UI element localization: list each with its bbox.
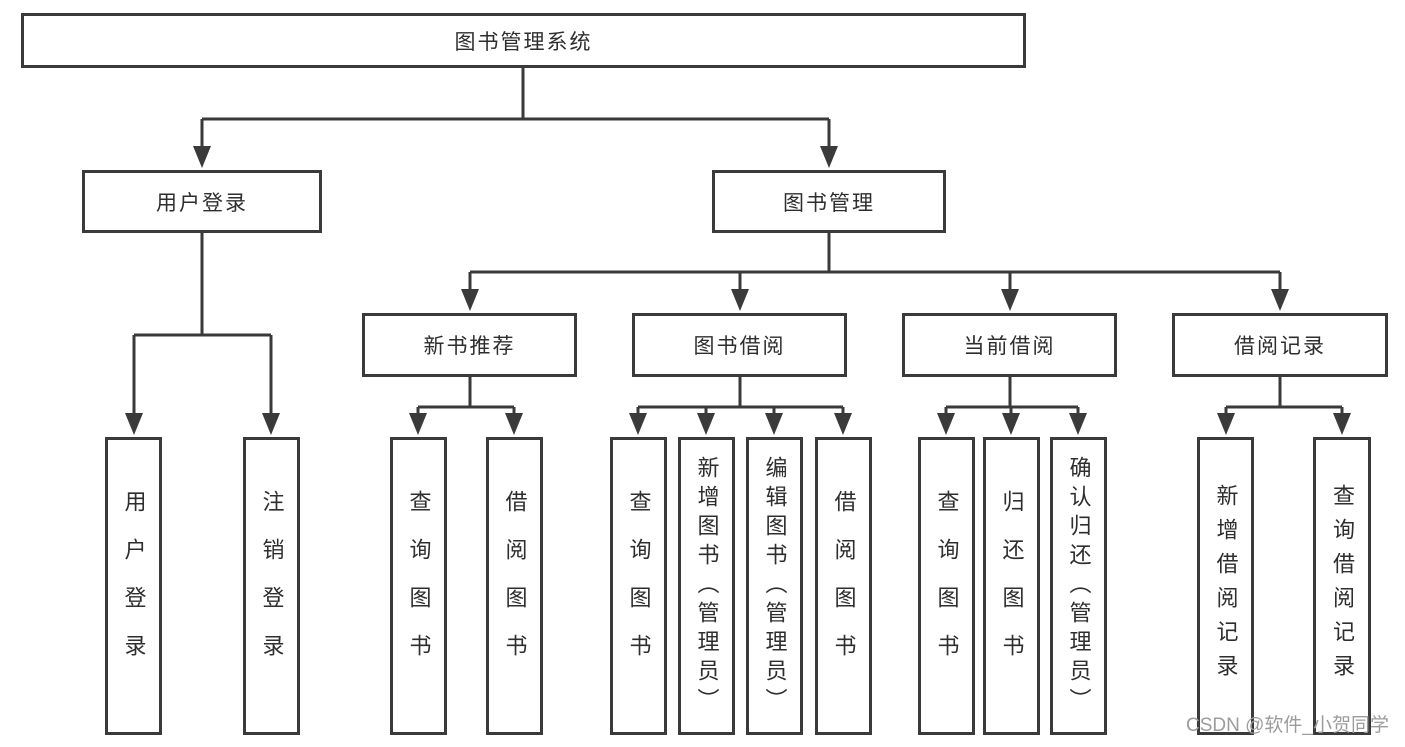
- node-label: 编辑图书（管理员）: [762, 455, 788, 717]
- node-label: 当前借阅: [963, 335, 1056, 358]
- node-label: 图书管理: [783, 191, 875, 215]
- node-leaf-return-books: 归还图书: [983, 437, 1040, 735]
- node-label: 查询图书: [626, 490, 652, 682]
- node-label: 图书管理系统: [454, 30, 593, 54]
- node-leaf-query-books-3: 查询图书: [918, 437, 975, 735]
- node-leaf-query-borrow-record: 查询借阅记录: [1313, 437, 1371, 735]
- node-label: 查询图书: [406, 490, 432, 682]
- node-new-book-recommend: 新书推荐: [362, 313, 577, 377]
- arrowheads: [125, 146, 1351, 435]
- node-label: 图书借阅: [693, 335, 786, 358]
- node-label: 用户登录: [156, 191, 248, 215]
- node-borrow-records: 借阅记录: [1172, 313, 1388, 377]
- node-label: 借阅记录: [1234, 335, 1326, 358]
- node-leaf-query-books-2: 查询图书: [610, 437, 667, 735]
- node-leaf-borrow-books-2: 借阅图书: [815, 437, 872, 735]
- node-label: 确认归还（管理员）: [1066, 455, 1092, 717]
- node-label: 新增图书（管理员）: [694, 455, 720, 717]
- node-label: 查询借阅记录: [1330, 484, 1355, 688]
- node-leaf-add-books-admin: 新增图书（管理员）: [678, 437, 735, 735]
- node-label: 归还图书: [999, 490, 1025, 682]
- node-leaf-edit-books-admin: 编辑图书（管理员）: [746, 437, 803, 735]
- node-book-borrow: 图书借阅: [632, 313, 847, 377]
- node-book-management: 图书管理: [712, 170, 946, 233]
- csdn-watermark: CSDN @软件_小贺同学: [1186, 715, 1389, 736]
- node-leaf-query-books-1: 查询图书: [390, 437, 447, 735]
- node-leaf-logout: 注销登录: [243, 437, 300, 735]
- node-leaf-borrow-books-1: 借阅图书: [486, 437, 543, 735]
- node-label: 用户登录: [121, 490, 147, 682]
- node-label: 查询图书: [934, 490, 960, 682]
- node-leaf-add-borrow-record: 新增借阅记录: [1197, 437, 1254, 735]
- node-leaf-user-login: 用户登录: [105, 437, 162, 735]
- node-label: 注销登录: [259, 490, 285, 682]
- node-label: 借阅图书: [502, 490, 528, 682]
- node-label: 借阅图书: [831, 490, 857, 682]
- node-current-borrow: 当前借阅: [902, 313, 1117, 377]
- node-root-system: 图书管理系统: [21, 13, 1026, 68]
- node-leaf-confirm-return-admin: 确认归还（管理员）: [1050, 437, 1107, 735]
- node-label: 新增借阅记录: [1213, 484, 1239, 688]
- node-user-login: 用户登录: [82, 170, 322, 233]
- node-label: 新书推荐: [423, 335, 516, 358]
